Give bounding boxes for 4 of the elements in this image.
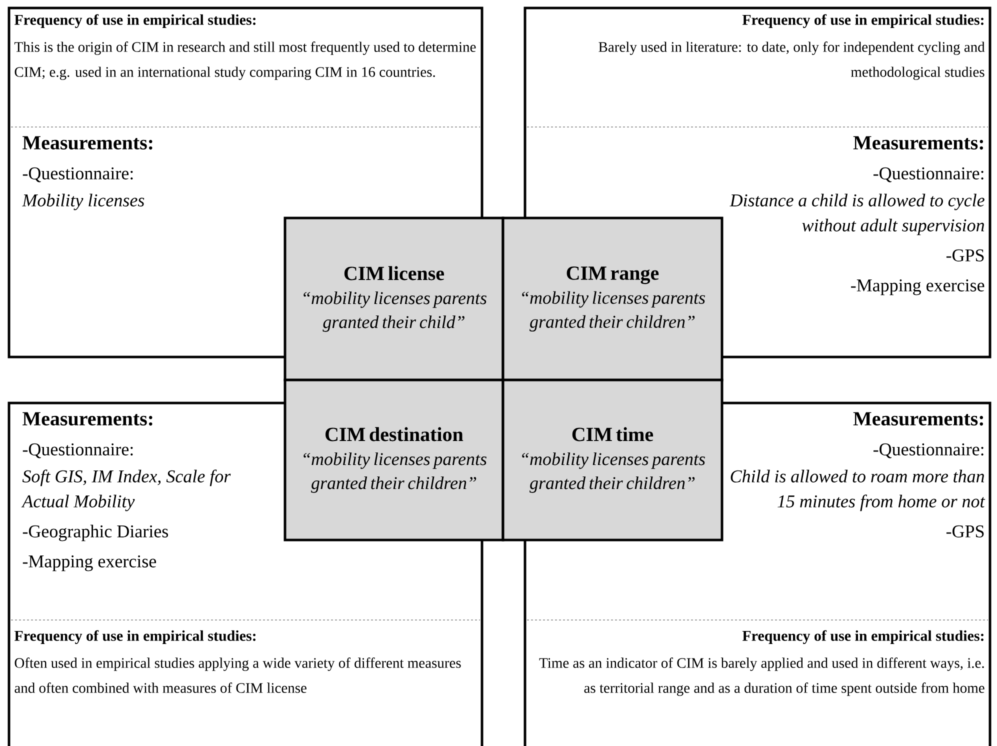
- category-box: CIM license “mobility licenses parents granted their child”: [284, 216, 504, 382]
- category-box: CIM time “mobility licenses parents granted their children”: [502, 378, 724, 542]
- category-box: CIM range “mobility licenses parents granted their children”: [502, 216, 724, 382]
- category-box: CIM destination “mobility licenses parents granted their children”: [284, 378, 504, 542]
